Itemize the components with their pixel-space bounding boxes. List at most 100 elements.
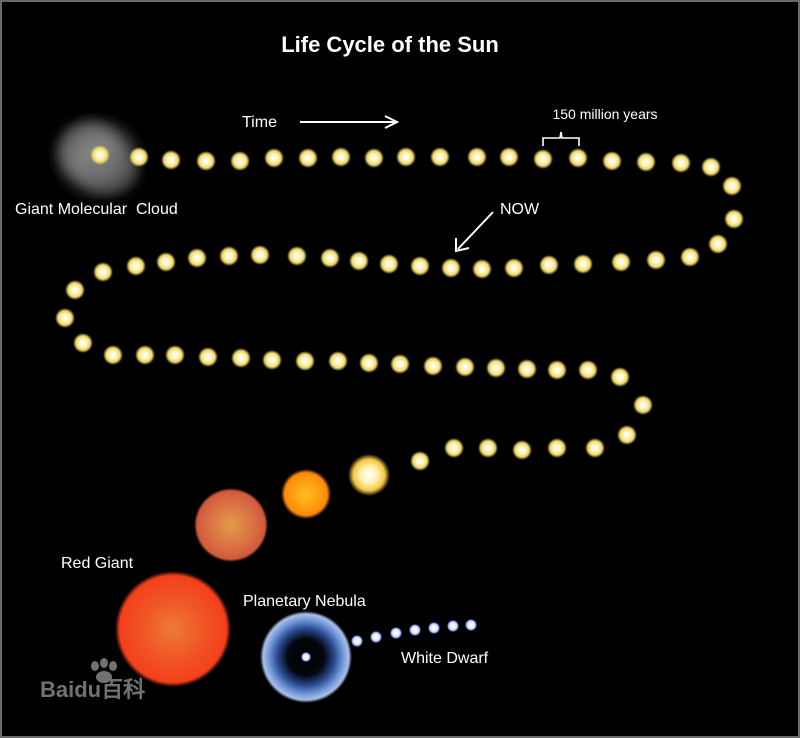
sun-dot (161, 150, 181, 170)
sun-dot (472, 259, 492, 279)
watermark-text: Baidu百科 (40, 677, 145, 702)
sun-dot (328, 351, 348, 371)
sun-dot (262, 350, 282, 370)
sun-dot (578, 360, 598, 380)
sun-dot (568, 148, 588, 168)
late-stage-stars (115, 454, 390, 703)
sun-dot (585, 438, 605, 458)
time-label: Time (242, 114, 277, 131)
sun-dot (467, 147, 487, 167)
sun-dot (230, 151, 250, 171)
sun-dot (65, 280, 85, 300)
sun-dot (156, 252, 176, 272)
white-dwarf-dot (465, 619, 477, 631)
sun-dot (671, 153, 691, 173)
white-dwarf-dot (447, 620, 459, 632)
interval-bracket-icon (542, 131, 580, 146)
subgiant-star (194, 488, 268, 562)
orange-star (281, 469, 331, 519)
white-dwarf-dot (351, 635, 363, 647)
sun-dot (410, 256, 430, 276)
sun-dot (187, 248, 207, 268)
white-dwarf-dot (370, 631, 382, 643)
now-label: NOW (500, 201, 540, 218)
sun-dot (486, 358, 506, 378)
sun-dot (617, 425, 637, 445)
white-dwarf-dot (428, 622, 440, 634)
sun-dot (724, 209, 744, 229)
sun-dot (517, 359, 537, 379)
sun-dot (547, 360, 567, 380)
sun-dot (287, 246, 307, 266)
expanding-sun (348, 454, 390, 496)
sun-dot (103, 345, 123, 365)
sun-dot (129, 147, 149, 167)
sun-dot (55, 308, 75, 328)
white-dwarf-dot (390, 627, 402, 639)
sun-dot (359, 353, 379, 373)
sun-dot (250, 245, 270, 265)
sun-dot (364, 148, 384, 168)
sun-dot (135, 345, 155, 365)
sun-dot (633, 395, 653, 415)
sun-dot (423, 356, 443, 376)
now-arrow-icon (455, 211, 494, 253)
sun-dot (331, 147, 351, 167)
sun-dot (680, 247, 700, 267)
white-dwarf-label: White Dwarf (401, 650, 489, 667)
molecular-cloud-label: Giant Molecular Cloud (15, 201, 178, 218)
time-arrow-icon (300, 115, 400, 129)
sun-dot (512, 440, 532, 460)
sun-dot (90, 145, 110, 165)
sun-dot (444, 438, 464, 458)
sun-dot (231, 348, 251, 368)
sun-dot (441, 258, 461, 278)
sun-dot (379, 254, 399, 274)
sun-dot (455, 357, 475, 377)
sun-dot (219, 246, 239, 266)
sun-dot (396, 147, 416, 167)
sun-dot (708, 234, 728, 254)
sun-dot (264, 148, 284, 168)
sun-dot (611, 252, 631, 272)
sun-dot (298, 148, 318, 168)
sun-dot (165, 345, 185, 365)
sun-dot (349, 251, 369, 271)
planetary-nebula-label: Planetary Nebula (243, 593, 366, 610)
white-dwarf-dot (409, 624, 421, 636)
sun-dot (430, 147, 450, 167)
sun-dot (478, 438, 498, 458)
sun-dot (73, 333, 93, 353)
sun-dot (196, 151, 216, 171)
sun-dot (93, 262, 113, 282)
sun-dot (602, 151, 622, 171)
sun-dot (610, 367, 630, 387)
sun-dot (499, 147, 519, 167)
interval-label: 150 million years (552, 106, 657, 122)
white-dwarf-path (351, 619, 477, 647)
sun-dot (533, 149, 553, 169)
sun-dot (126, 256, 146, 276)
nebula-core (301, 652, 311, 662)
diagram-title: Life Cycle of the Sun (281, 32, 499, 57)
sun-dot (410, 451, 430, 471)
sun-dot (573, 254, 593, 274)
red-giant-label: Red Giant (61, 555, 134, 572)
sun-path (55, 145, 744, 471)
red-giant-star (115, 571, 231, 687)
sun-dot (547, 438, 567, 458)
sun-dot (295, 351, 315, 371)
paw-icon (91, 658, 117, 683)
sun-dot (198, 347, 218, 367)
sun-dot (539, 255, 559, 275)
sun-dot (390, 354, 410, 374)
sun-dot (504, 258, 524, 278)
sun-dot (636, 152, 656, 172)
sun-dot (701, 157, 721, 177)
sun-dot (646, 250, 666, 270)
sun-dot (722, 176, 742, 196)
sun-dot (320, 248, 340, 268)
baidu-watermark: Baidu百科 (40, 658, 145, 702)
